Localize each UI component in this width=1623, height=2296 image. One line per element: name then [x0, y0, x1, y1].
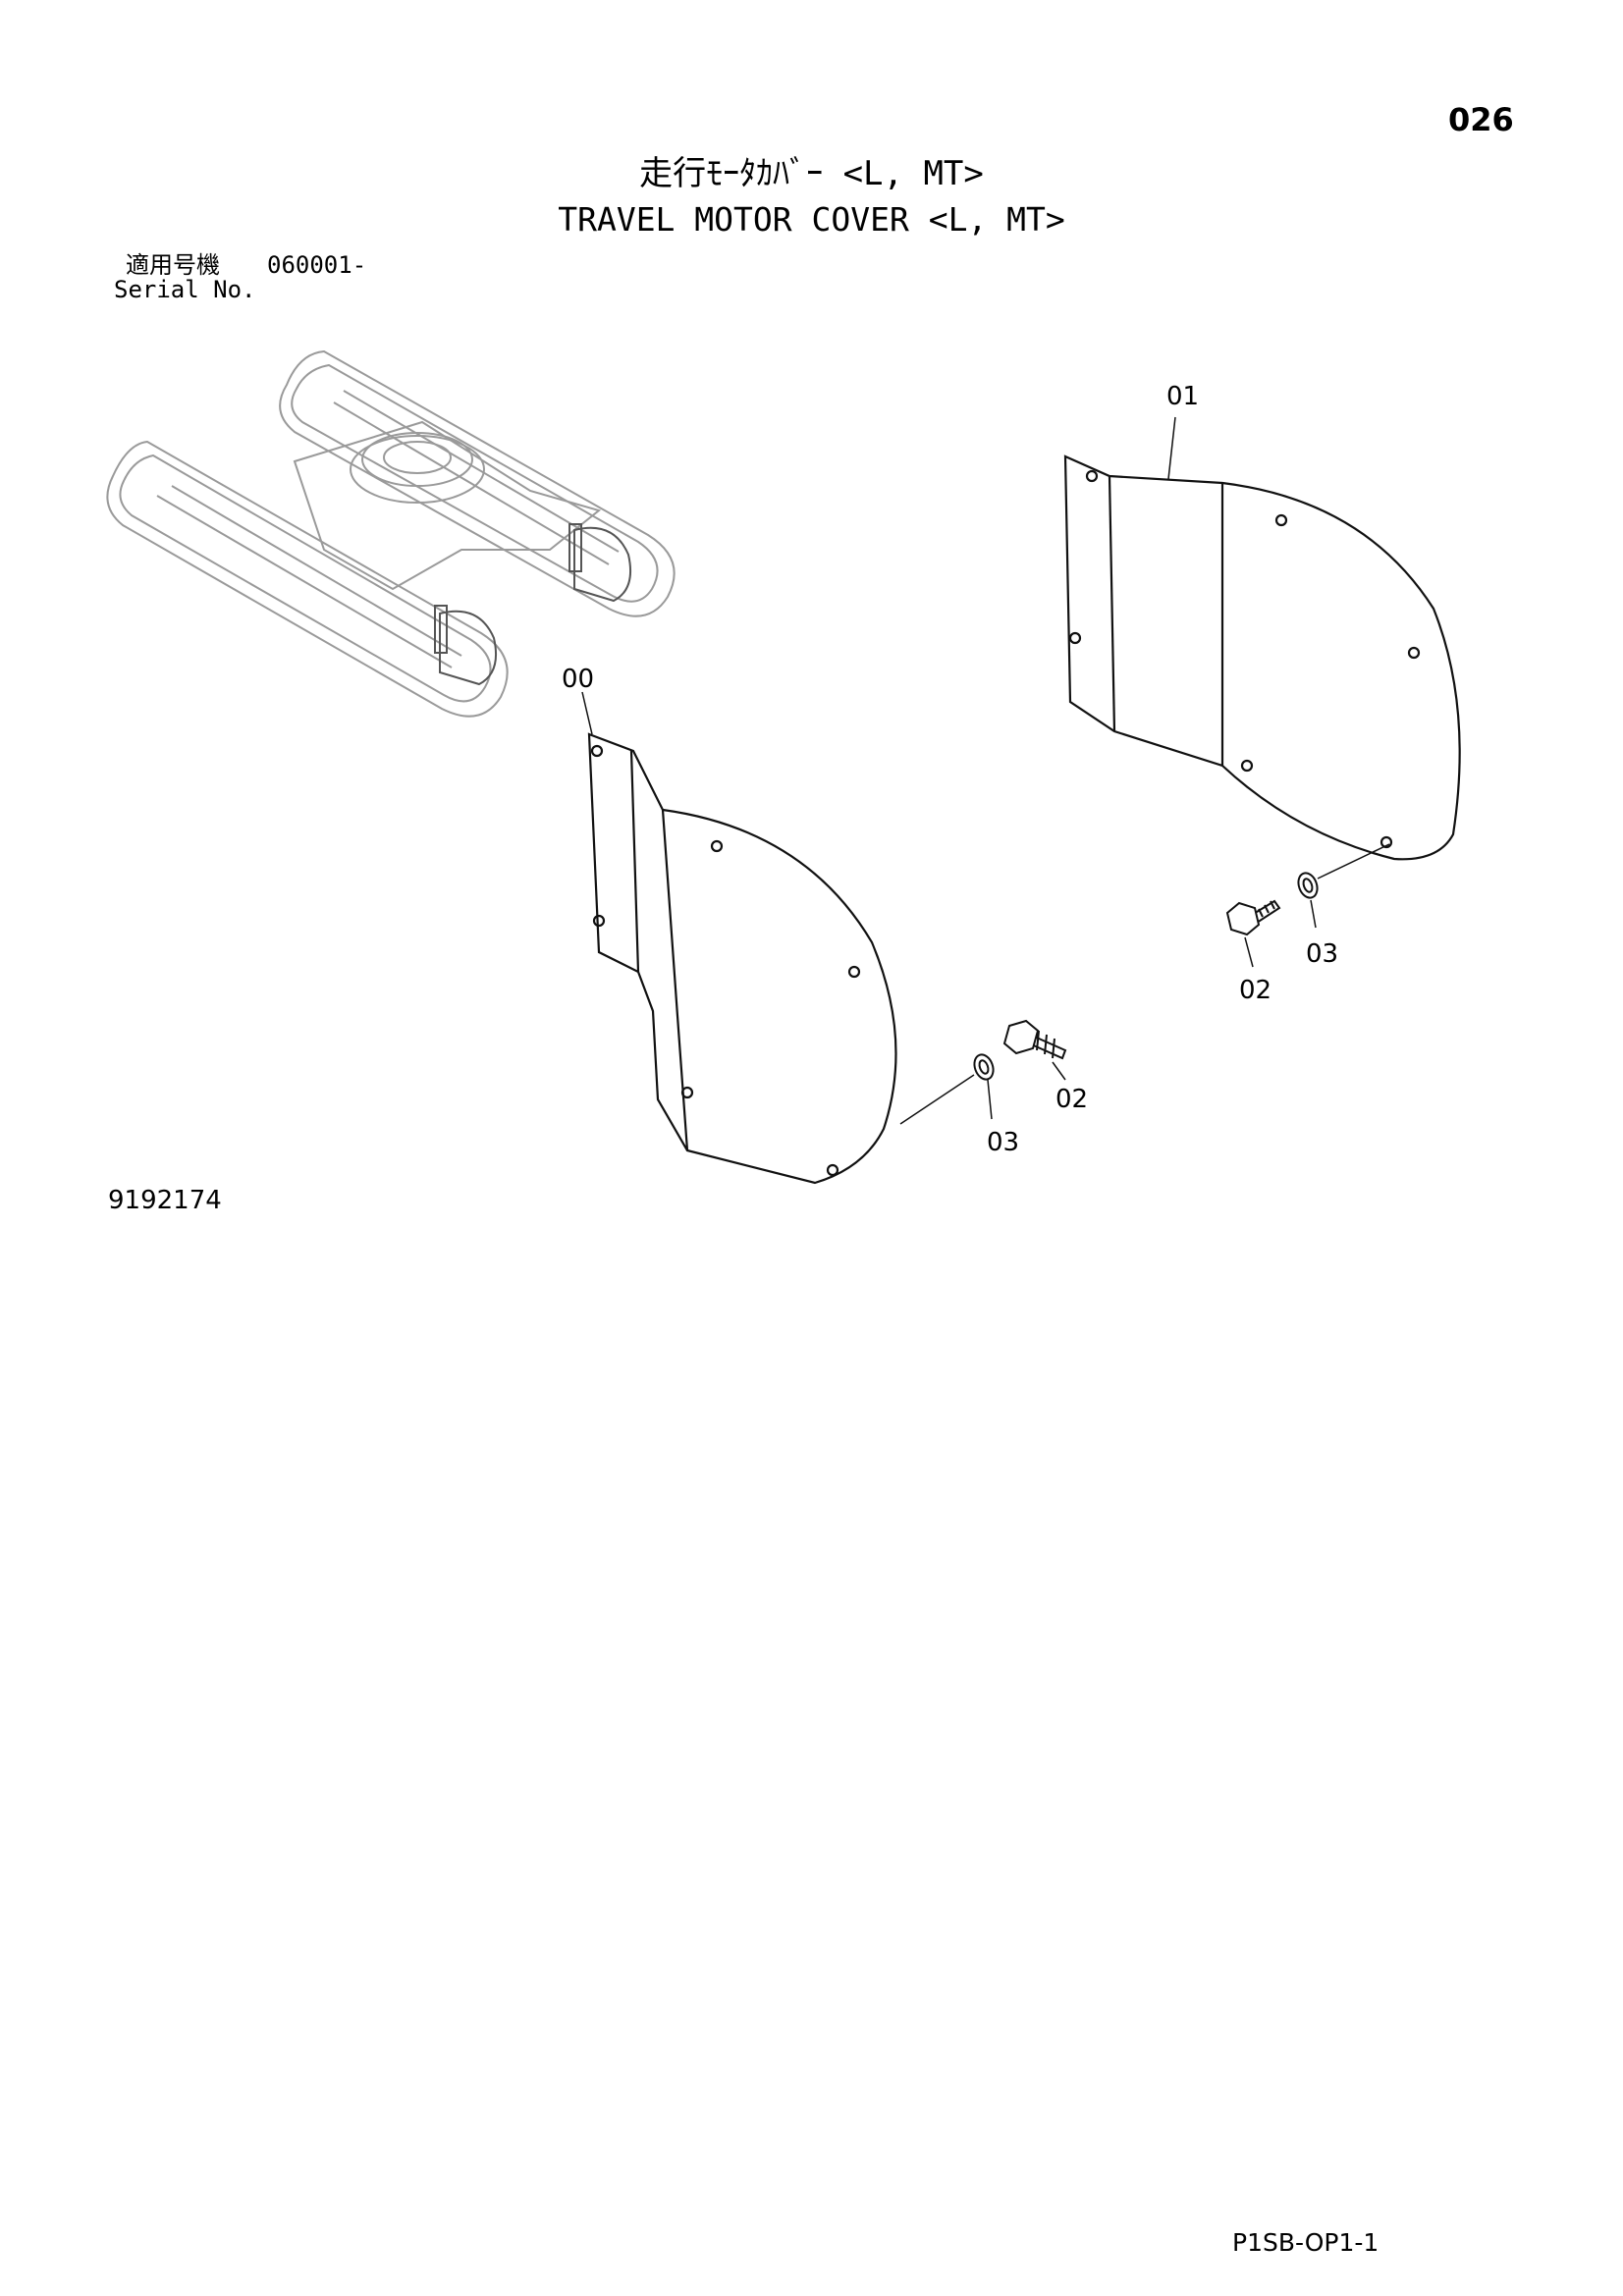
leader-lines	[581, 416, 1390, 1125]
undercarriage-motor-covers	[434, 523, 632, 686]
page-code: P1SB-OP1-1	[1232, 2228, 1380, 2257]
page-title-english: TRAVEL MOTOR COVER <L, MT>	[558, 200, 1065, 239]
drawing-number: 9192174	[108, 1186, 222, 1215]
serial-number-value: 060001-	[267, 251, 367, 279]
callout-bolt-left: 02	[1055, 1085, 1088, 1114]
callout-bolt-right: 02	[1239, 976, 1271, 1005]
page-number: 026	[1448, 101, 1514, 138]
right-motor-cover-part	[1063, 454, 1461, 861]
callout-washer-left: 03	[987, 1128, 1019, 1157]
undercarriage-reference	[106, 349, 676, 718]
serial-label-english: Serial No.	[114, 276, 256, 303]
callout-right-cover: 01	[1166, 382, 1199, 411]
washer-right-part	[1297, 872, 1319, 899]
callout-left-cover: 00	[562, 665, 594, 694]
page-title-japanese: 走行ﾓｰﾀｶﾊﾞｰ <L, MT>	[639, 154, 984, 193]
bolt-left-part	[1002, 1019, 1067, 1060]
washer-left-part	[973, 1053, 995, 1081]
bolt-right-part	[1225, 899, 1281, 936]
left-motor-cover-part	[587, 732, 897, 1185]
callout-washer-right: 03	[1306, 939, 1338, 969]
serial-label-japanese: 適用号機	[126, 251, 220, 279]
